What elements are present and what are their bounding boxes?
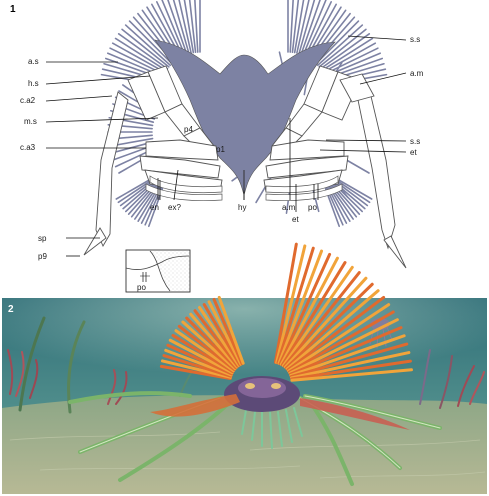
- label-p9: p9: [38, 252, 47, 261]
- label-po: po: [308, 203, 317, 212]
- label-m-s: m.s: [24, 117, 37, 126]
- label-s-s-top: s.s: [410, 35, 420, 44]
- label-h-s: h.s: [28, 79, 39, 88]
- label-s-s-right: s.s: [410, 137, 420, 146]
- left-walking-leg: [96, 92, 128, 246]
- label-a-m-right: a.m: [410, 69, 424, 78]
- panel-number-1: 1: [10, 4, 16, 15]
- panel-1-drawing: 1: [10, 0, 424, 292]
- label-et-bottom: et: [292, 215, 299, 224]
- label-c-a2: c.a2: [20, 96, 36, 105]
- inset-detail: po: [126, 250, 190, 292]
- panel-number-2: 2: [8, 304, 14, 315]
- label-p4: p4: [184, 125, 193, 134]
- label-a-s: a.s: [28, 57, 39, 66]
- label-hy: hy: [238, 203, 246, 212]
- label-et-right: et: [410, 148, 417, 157]
- label-ex: ex?: [168, 203, 181, 212]
- label-p1: p1: [216, 145, 225, 154]
- label-po-inset: po: [137, 283, 146, 292]
- label-a-m-bottom: a.m: [282, 203, 296, 212]
- label-en: en: [150, 203, 159, 212]
- label-c-a3: c.a3: [20, 143, 36, 152]
- panel-2-reconstruction: 2: [2, 244, 487, 494]
- label-sp: sp: [38, 234, 47, 243]
- right-spine: [384, 236, 406, 268]
